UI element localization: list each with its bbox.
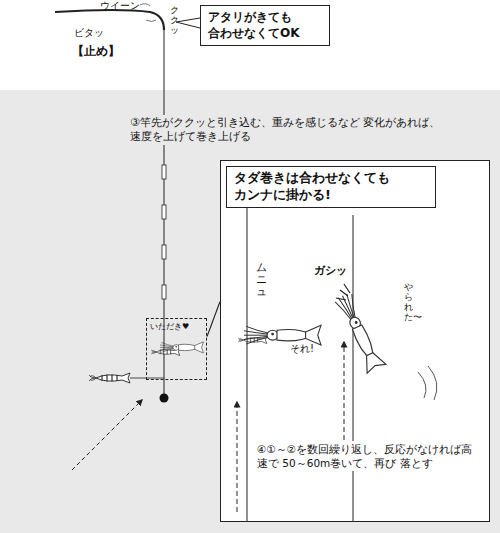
reel-arrow-a <box>237 402 238 512</box>
action-label: 【止め】 <box>72 44 120 59</box>
impact-burst <box>336 284 350 300</box>
node-text: ④①～②を数回繰り返し、反応がなければ高速で 50～60m巻いて、再び 落とす <box>255 441 481 471</box>
squid-lure <box>89 373 130 383</box>
box-ground <box>220 160 490 522</box>
sound-word: ガシッ <box>314 264 347 278</box>
callout-pointer <box>176 18 200 28</box>
squid-voice: やられた〜 <box>404 283 413 323</box>
line-markers <box>162 165 166 299</box>
node-text: アタリがきても 合わせなくてOK <box>208 10 322 41</box>
sound-word: ビタッ <box>74 27 104 40</box>
branch-line <box>130 378 164 379</box>
panel-title-box: タダ巻きは合わせなくても カンナに掛かる! <box>226 166 436 208</box>
sound-word: ククッ <box>170 6 179 36</box>
node-text: いただき♥ <box>150 321 203 332</box>
callout-connector <box>207 302 220 337</box>
zoom-box: いただき♥ <box>146 318 207 380</box>
node-text: タダ巻きは合わせなくても カンナに掛かる! <box>234 170 428 204</box>
line-b <box>353 215 354 522</box>
detail-panel: ④①～②を数回繰り返し、反応がなければ高速で 50～60m巻いて、再び 落とす タ… <box>220 160 490 522</box>
squid-grab <box>160 342 203 353</box>
struggle-lines <box>418 366 437 400</box>
approach-arrow <box>72 400 142 470</box>
sound-word: ウイーン <box>100 0 140 13</box>
callout-box: アタリがきても 合わせなくてOK <box>200 5 330 46</box>
squid-a <box>244 325 321 345</box>
motion-lines <box>140 4 156 22</box>
reel-arrow-b <box>344 342 345 440</box>
sound-word: ムニュ <box>256 262 267 298</box>
sea-ground <box>0 90 500 533</box>
sound-word: それ! <box>290 343 314 356</box>
line-a <box>247 205 248 522</box>
step-note: ③竿先がククッと引き込む、重みを感じるなど 変化があれば、速度を上げて巻き上げる <box>128 115 487 145</box>
lure-a <box>238 337 267 344</box>
rod-tip <box>55 10 164 30</box>
sinker <box>160 394 169 403</box>
squid-b <box>333 291 386 373</box>
